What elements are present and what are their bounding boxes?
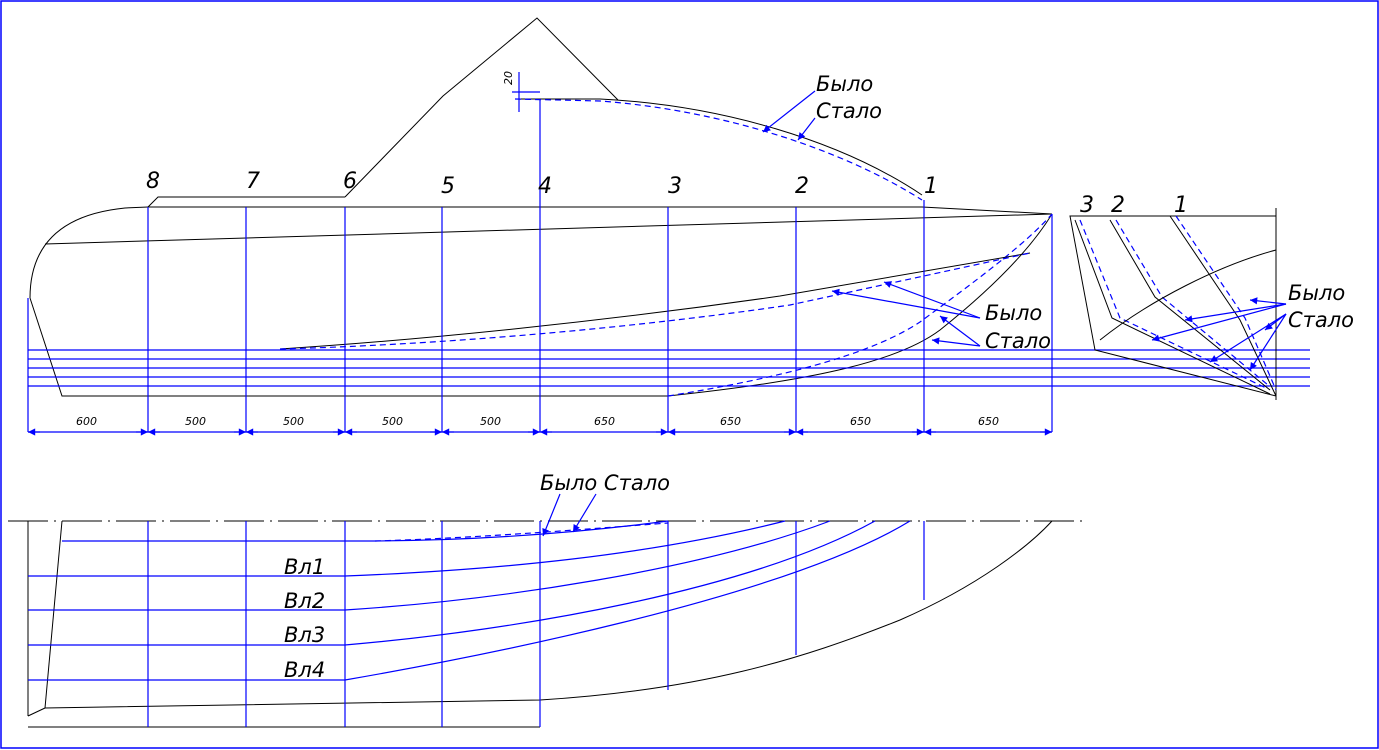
plan-leader-bylo bbox=[542, 493, 561, 537]
chine-line bbox=[44, 213, 1053, 245]
roof-leader-stalo bbox=[797, 117, 816, 141]
section-label-bylo: Было bbox=[1288, 281, 1345, 305]
section-label-stalo: Стало bbox=[1288, 308, 1354, 332]
dim-20-label: 20 bbox=[502, 71, 515, 85]
dim-label-7: 650 bbox=[850, 415, 871, 428]
plan-waterline-1 bbox=[28, 520, 786, 577]
section-2-old bbox=[1109, 219, 1271, 391]
section-leader-5 bbox=[1249, 313, 1287, 371]
section-3-old bbox=[1074, 219, 1271, 395]
keel-curve-new bbox=[667, 213, 1053, 397]
dim-label-5: 650 bbox=[594, 415, 615, 428]
bottom-line-old bbox=[279, 252, 1031, 350]
dim-label-2: 500 bbox=[283, 415, 304, 428]
section-label-3: 3 bbox=[1080, 193, 1094, 218]
dim-label-4: 500 bbox=[480, 415, 501, 428]
dim-label-0: 600 bbox=[76, 415, 97, 428]
bottom-label-stalo: Стало bbox=[985, 329, 1051, 353]
plan-label-bylo-stalo: Было Стало bbox=[540, 471, 670, 495]
plan-deck-line bbox=[44, 520, 1053, 709]
deck-curve bbox=[1099, 249, 1277, 341]
waterline-label-1: Вл1 bbox=[284, 555, 325, 579]
station-label-3: 3 bbox=[668, 174, 682, 199]
roof-leader-bylo bbox=[762, 90, 816, 133]
body-plan-view: 3 2 1 Было Стало bbox=[1069, 193, 1354, 400]
bottom-label-bylo: Было bbox=[985, 301, 1042, 325]
plan-waterline-0 bbox=[62, 520, 669, 542]
plan-leader-stalo bbox=[572, 493, 597, 533]
waterline-label-4: Вл4 bbox=[284, 658, 325, 682]
section-1-old bbox=[1169, 215, 1277, 397]
waterline-label-3: Вл3 bbox=[284, 623, 325, 647]
station-label-5: 5 bbox=[441, 174, 455, 199]
bottom-leader-2 bbox=[883, 281, 981, 319]
waterline-label-2: Вл2 bbox=[284, 589, 325, 613]
bottom-leader-4 bbox=[931, 337, 981, 347]
section-2-new bbox=[1115, 219, 1269, 386]
dim-label-6: 650 bbox=[720, 415, 741, 428]
dim-label-8: 650 bbox=[978, 415, 999, 428]
section-leader-2 bbox=[1151, 303, 1287, 342]
half-breadth-view: Вл1 Вл2 Вл3 Вл4 Было Стало bbox=[8, 471, 1085, 728]
stem-line bbox=[29, 297, 668, 397]
roof-label-bylo: Было bbox=[816, 72, 873, 96]
sheer-line bbox=[29, 206, 1053, 299]
station-label-2: 2 bbox=[795, 174, 809, 199]
bottom-leader-3 bbox=[939, 315, 981, 347]
section-leader-3 bbox=[1249, 297, 1287, 305]
section-label-1: 1 bbox=[1174, 193, 1188, 218]
roof-label-stalo: Стало bbox=[816, 99, 882, 123]
station-label-8: 8 bbox=[146, 169, 160, 194]
section-label-2: 2 bbox=[1111, 193, 1125, 218]
plan-transom bbox=[27, 520, 63, 717]
bottom-leader-1 bbox=[831, 288, 981, 319]
station-label-1: 1 bbox=[924, 174, 938, 199]
plan-waterline-0-new bbox=[374, 522, 669, 542]
section-1-new bbox=[1175, 215, 1277, 391]
windshield-outline bbox=[344, 17, 619, 198]
plan-waterline-3 bbox=[28, 520, 876, 646]
bottom-line-new bbox=[279, 252, 1031, 350]
section-leader-1 bbox=[1184, 303, 1287, 323]
station-label-4: 4 bbox=[538, 174, 552, 199]
station-label-6: 6 bbox=[343, 169, 357, 194]
station-label-7: 7 bbox=[246, 169, 260, 194]
plan-waterline-2 bbox=[28, 520, 831, 611]
profile-view: 20 8 7 6 5 4 3 2 1 Было Стало Было Стало bbox=[27, 17, 1310, 436]
dim-label-1: 500 bbox=[185, 415, 206, 428]
section-leader-6 bbox=[1264, 313, 1287, 331]
section-leader-4 bbox=[1209, 313, 1287, 363]
dim-label-3: 500 bbox=[382, 415, 403, 428]
cabin-top-line bbox=[147, 196, 345, 208]
section-3-new bbox=[1079, 219, 1267, 389]
plan-waterline-4 bbox=[28, 520, 911, 681]
